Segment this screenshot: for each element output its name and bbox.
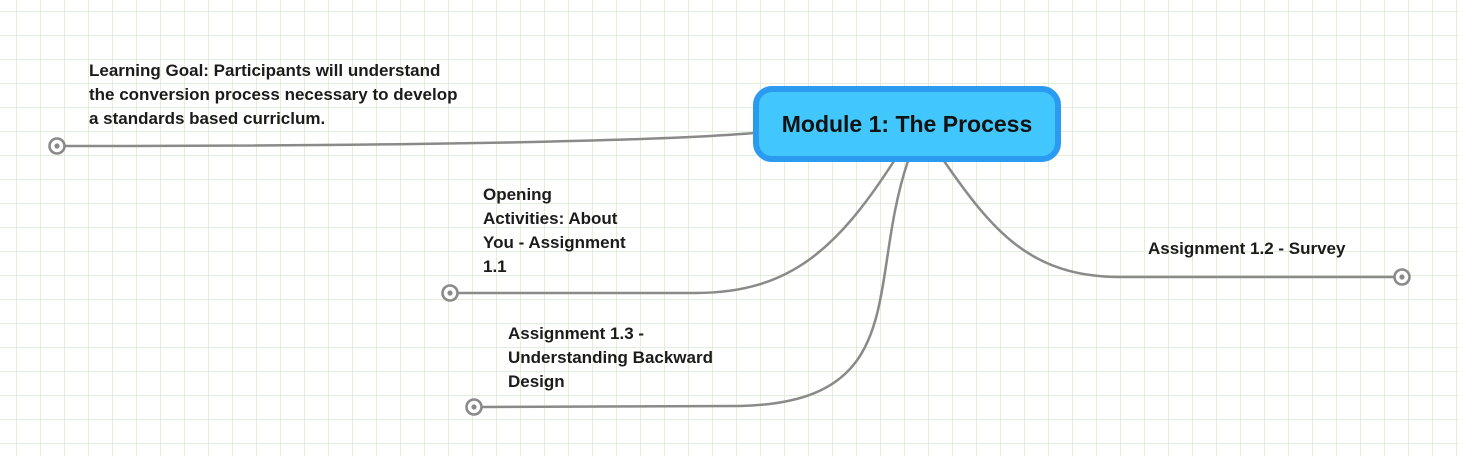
endpoint-handle-opening-activities[interactable] — [441, 284, 459, 302]
root-node-label: Module 1: The Process — [781, 110, 1033, 137]
connector-assignment-1-3 — [481, 159, 910, 409]
connector-assignment-1-2 — [942, 159, 1395, 279]
node-label-assignment-1-3[interactable]: Assignment 1.3 - Understanding Backward … — [508, 324, 713, 391]
endpoint-handle-assignment-1-3[interactable] — [465, 398, 483, 416]
node-label-assignment-1-2[interactable]: Assignment 1.2 - Survey — [1148, 239, 1346, 258]
root-node[interactable]: Module 1: The Process — [753, 86, 1061, 162]
connector-learning-goal — [64, 131, 756, 148]
node-label-learning-goal[interactable]: Learning Goal: Participants will underst… — [89, 61, 458, 128]
node-label-opening-activities[interactable]: Opening Activities: About You - Assignme… — [483, 185, 626, 276]
connector-opening-activities — [457, 159, 896, 295]
endpoint-handle-learning-goal[interactable] — [48, 137, 66, 155]
endpoint-handle-assignment-1-2[interactable] — [1393, 268, 1411, 286]
